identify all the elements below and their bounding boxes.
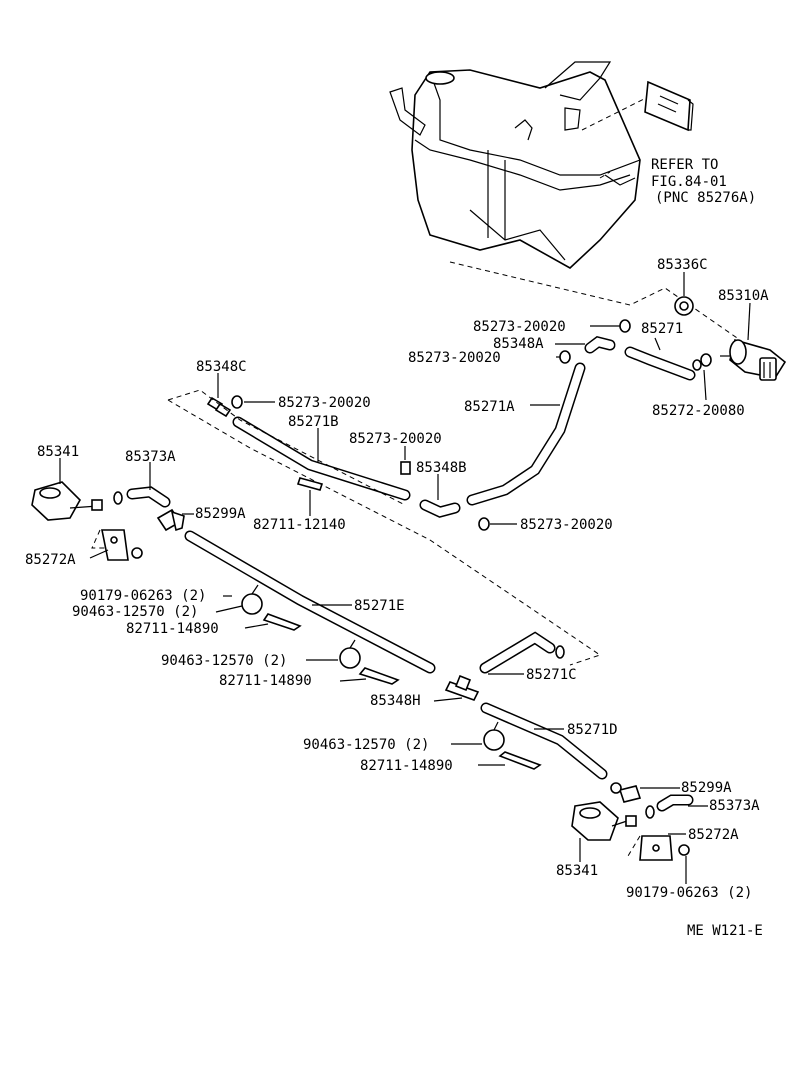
label-85348C: 85348C bbox=[196, 359, 247, 375]
label-85373A-bottom: 85373A bbox=[709, 798, 760, 814]
plate-82711-1 bbox=[262, 613, 302, 631]
refer-note-line3: (PNC 85276A) bbox=[655, 190, 756, 206]
label-85272A-bottom: 85272A bbox=[688, 827, 739, 843]
connector-85348A bbox=[584, 336, 616, 354]
clip-85273-4 bbox=[400, 461, 411, 475]
nozzle-bracket-bottom bbox=[627, 835, 690, 861]
label-85271B: 85271B bbox=[288, 414, 339, 430]
hose-85271A bbox=[466, 362, 586, 506]
refer-note-line1: REFER TO bbox=[651, 157, 718, 173]
label-85272A-top: 85272A bbox=[25, 552, 76, 568]
label-85299A-bottom: 85299A bbox=[681, 780, 732, 796]
label-85273-20020-5: 85273-20020 bbox=[520, 517, 613, 533]
label-85273-20020-2: 85273-20020 bbox=[408, 350, 501, 366]
label-85271D: 85271D bbox=[567, 722, 618, 738]
hose-clamp-90463-1 bbox=[241, 584, 263, 615]
label-85348B: 85348B bbox=[416, 460, 467, 476]
hose-85373A-top bbox=[126, 486, 171, 508]
hose-85271 bbox=[624, 346, 696, 381]
connector-85348H bbox=[444, 674, 480, 701]
label-90179-06263-top: 90179-06263 (2) bbox=[80, 588, 206, 604]
hose-85271B bbox=[232, 416, 411, 501]
label-85341-bottom: 85341 bbox=[556, 863, 598, 879]
washer-pump bbox=[720, 339, 787, 381]
hose-clamp-90463-2 bbox=[339, 639, 361, 669]
check-valve-85299A-bottom bbox=[610, 782, 642, 803]
label-85271E: 85271E bbox=[354, 598, 405, 614]
pump-connector-plate bbox=[644, 80, 694, 132]
clip-85273-2 bbox=[559, 350, 571, 364]
washer-tank bbox=[389, 61, 641, 269]
label-85273-20020-3: 85273-20020 bbox=[278, 395, 371, 411]
label-85271: 85271 bbox=[641, 321, 683, 337]
label-85273-20020-4: 85273-20020 bbox=[349, 431, 442, 447]
label-85273-20020-1: 85273-20020 bbox=[473, 319, 566, 335]
clip-85273-3 bbox=[231, 395, 243, 409]
leader-lines bbox=[59, 325, 708, 884]
label-82711-14890-3: 82711-14890 bbox=[360, 758, 453, 774]
hose-85373A-bottom bbox=[656, 794, 694, 812]
refer-note: REFER TO FIG.84-01 (PNC 85276A) bbox=[651, 157, 756, 206]
label-82711-14890-2: 82711-14890 bbox=[219, 673, 312, 689]
connector-85348B bbox=[419, 499, 461, 518]
hose-clamp-90463-3 bbox=[483, 721, 505, 751]
label-82711-12140: 82711-12140 bbox=[253, 517, 346, 533]
label-85341-top: 85341 bbox=[37, 444, 79, 460]
check-valve-85299A-top bbox=[156, 508, 185, 532]
label-90463-12570-1: 90463-12570 (2) bbox=[72, 604, 198, 620]
label-90463-12570-2: 90463-12570 (2) bbox=[161, 653, 287, 669]
clamp-85272-20080 bbox=[692, 353, 712, 371]
label-85373A-top: 85373A bbox=[125, 449, 176, 465]
label-85271A: 85271A bbox=[464, 399, 515, 415]
clip-85273-1 bbox=[619, 319, 631, 333]
grommet-85336C bbox=[674, 296, 694, 316]
hose-85271D bbox=[480, 702, 608, 780]
nozzle-bracket-top bbox=[91, 529, 143, 561]
plate-82711-3 bbox=[498, 751, 542, 770]
hose-85271C bbox=[479, 631, 556, 674]
label-90179-06263-bottom: 90179-06263 (2) bbox=[626, 885, 752, 901]
label-90463-12570-3: 90463-12570 (2) bbox=[303, 737, 429, 753]
washer-nozzle-85341-bottom bbox=[571, 801, 637, 841]
label-85310A: 85310A bbox=[718, 288, 769, 304]
label-85299A-top: 85299A bbox=[195, 506, 246, 522]
plate-82711-12140 bbox=[296, 477, 324, 491]
clamp-85271C-end bbox=[555, 645, 565, 659]
plate-82711-2 bbox=[358, 667, 400, 685]
hose-85271E bbox=[184, 530, 436, 674]
clip-85273-5 bbox=[478, 517, 490, 531]
clamp-85272A-bottom bbox=[645, 805, 655, 819]
label-85336C: 85336C bbox=[657, 257, 708, 273]
washer-nozzle-85341-top bbox=[31, 481, 103, 521]
figure-code: ME W121-E bbox=[687, 923, 763, 939]
label-82711-14890-1: 82711-14890 bbox=[126, 621, 219, 637]
clamp-85272A-top bbox=[113, 491, 123, 505]
label-85348H: 85348H bbox=[370, 693, 421, 709]
connector-85348C bbox=[206, 396, 232, 418]
label-85271C: 85271C bbox=[526, 667, 577, 683]
label-85348A: 85348A bbox=[493, 336, 544, 352]
label-85272-20080: 85272-20080 bbox=[652, 403, 745, 419]
refer-note-line2: FIG.84-01 bbox=[651, 174, 727, 190]
